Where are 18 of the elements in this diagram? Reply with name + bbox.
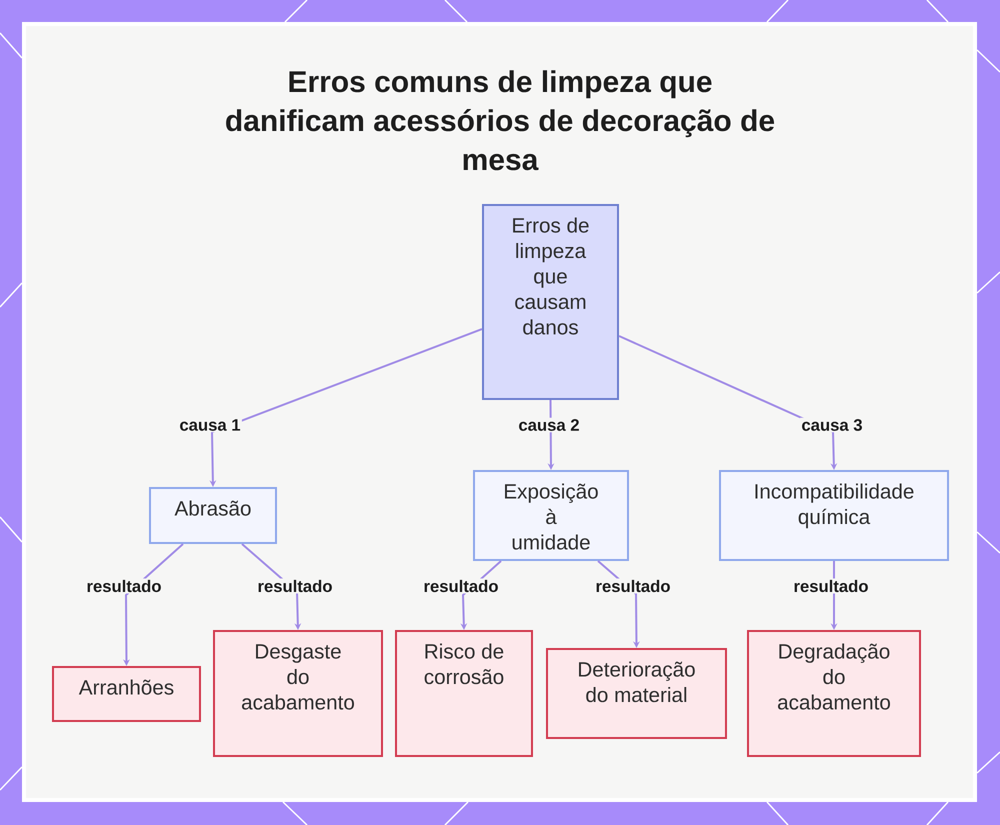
effect-box: Risco de corrosão (395, 630, 533, 757)
effect-box: Degradação do acabamento (747, 630, 921, 757)
edge-label: causa 2 (517, 418, 581, 432)
cause-box: Abrasão (149, 487, 277, 544)
edge-label: causa 3 (800, 418, 864, 432)
edge-label: resultado (792, 578, 870, 594)
edge-label: resultado (422, 578, 500, 594)
cause-box: Exposição à umidade (473, 470, 629, 561)
edge-label: resultado (256, 578, 334, 594)
cause-box: Incompatibilidade química (719, 470, 950, 561)
edge-label: causa 1 (178, 418, 242, 432)
edge-label: resultado (85, 578, 163, 594)
title: Erros comuns de limpeza que danificam acessórios de decoração de mesa (226, 70, 774, 170)
edge-label: resultado (594, 578, 672, 594)
effect-box: Desgaste do acabamento (213, 630, 383, 757)
root-box: Erros de limpeza que causam danos (482, 204, 619, 400)
effect-box: Arranhões (52, 666, 201, 722)
effect-box: Deterioração do material (546, 648, 727, 739)
